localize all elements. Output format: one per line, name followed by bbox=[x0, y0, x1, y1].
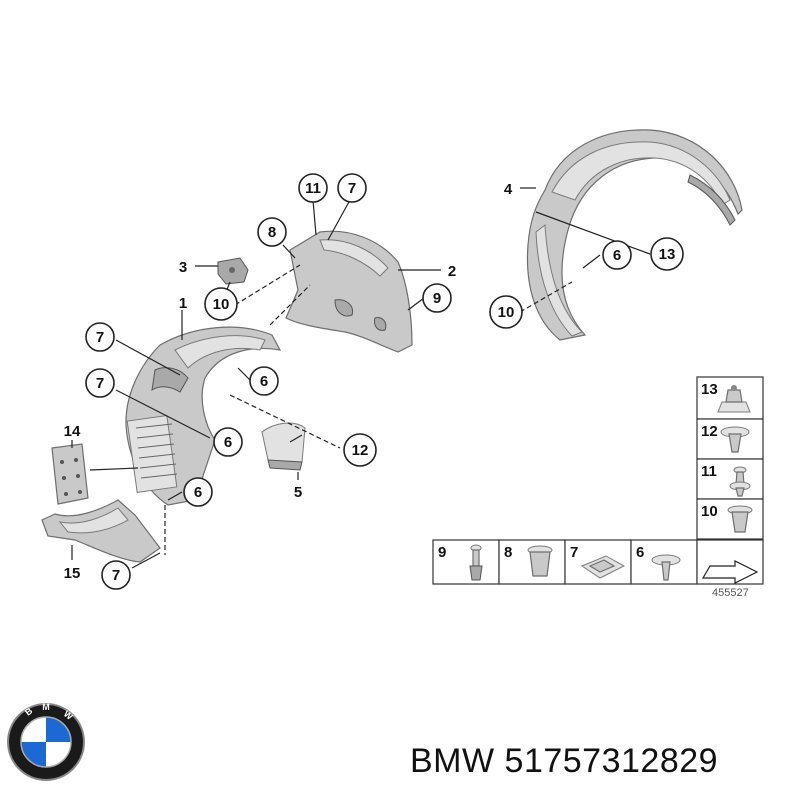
legend-label-12: 12 bbox=[701, 423, 718, 440]
brand-name: BMW bbox=[410, 742, 495, 780]
legend-label-11: 11 bbox=[701, 463, 717, 480]
callout-6-right: 6 bbox=[602, 240, 632, 270]
liner-front-part-2 bbox=[285, 230, 413, 353]
callout-10-right: 10 bbox=[489, 295, 523, 329]
callout-4: 4 bbox=[504, 181, 513, 198]
callout-7-top: 7 bbox=[337, 173, 367, 203]
svg-text:M: M bbox=[42, 702, 50, 712]
wheel-arch-liner-4 bbox=[526, 129, 743, 341]
cover-5 bbox=[261, 422, 306, 471]
callout-9: 9 bbox=[422, 283, 452, 313]
svg-text:2: 2 bbox=[448, 263, 456, 280]
svg-text:7: 7 bbox=[112, 567, 120, 584]
legend-label-8: 8 bbox=[504, 544, 512, 561]
svg-text:6: 6 bbox=[224, 434, 232, 451]
legend-label-7: 7 bbox=[570, 544, 578, 561]
part-number: 51757312829 bbox=[504, 742, 719, 780]
callout-6-mid: 6 bbox=[249, 366, 279, 396]
callout-7-left-2: 7 bbox=[85, 368, 115, 398]
diagram-reference-number: 455527 bbox=[712, 587, 749, 599]
callout-10-left: 10 bbox=[204, 287, 238, 321]
callout-7-left-1: 7 bbox=[85, 322, 115, 352]
callout-13: 13 bbox=[650, 237, 684, 271]
svg-text:11: 11 bbox=[305, 180, 321, 197]
svg-text:7: 7 bbox=[348, 180, 356, 197]
leader-lines bbox=[71, 187, 651, 569]
svg-text:15: 15 bbox=[64, 565, 81, 582]
bolt-icon bbox=[469, 544, 483, 581]
fastener-legend: 13 12 11 10 9 8 7 6 bbox=[432, 376, 764, 599]
footer-part-info: BMW 51757312829 bbox=[410, 742, 718, 781]
spring-clip-icon bbox=[580, 555, 626, 579]
svg-text:9: 9 bbox=[433, 290, 441, 307]
svg-text:5: 5 bbox=[294, 484, 302, 501]
svg-text:10: 10 bbox=[213, 296, 230, 313]
callout-11: 11 bbox=[298, 173, 328, 203]
legend-label-10: 10 bbox=[701, 503, 718, 520]
bracket-3 bbox=[217, 257, 249, 285]
svg-text:7: 7 bbox=[96, 329, 104, 346]
svg-text:10: 10 bbox=[498, 304, 515, 321]
legend-label-13: 13 bbox=[701, 381, 718, 398]
plate-14 bbox=[51, 443, 89, 505]
callout-14: 14 bbox=[64, 423, 81, 440]
callout-5: 5 bbox=[294, 484, 302, 501]
svg-text:6: 6 bbox=[613, 247, 621, 264]
svg-text:13: 13 bbox=[659, 246, 676, 263]
legend-label-6: 6 bbox=[636, 544, 644, 561]
svg-text:1: 1 bbox=[179, 295, 187, 312]
legend-label-9: 9 bbox=[438, 544, 446, 561]
callout-1: 1 bbox=[179, 295, 187, 312]
wheel-arch-liner-1 bbox=[125, 326, 282, 506]
svg-text:3: 3 bbox=[179, 259, 187, 276]
nut-icon bbox=[717, 385, 751, 413]
callout-2: 2 bbox=[448, 263, 456, 280]
svg-text:14: 14 bbox=[64, 423, 81, 440]
callout-6-low: 6 bbox=[183, 477, 213, 507]
svg-text:7: 7 bbox=[96, 375, 104, 392]
direction-arrow-icon bbox=[701, 560, 759, 584]
svg-text:4: 4 bbox=[504, 181, 513, 198]
callout-6-left: 6 bbox=[213, 427, 243, 457]
callout-15: 15 bbox=[64, 565, 81, 582]
square-nut-icon bbox=[527, 545, 553, 577]
svg-text:6: 6 bbox=[260, 373, 268, 390]
callout-7-bottom: 7 bbox=[101, 560, 131, 590]
svg-text:12: 12 bbox=[352, 442, 369, 459]
expanding-nut-icon bbox=[727, 505, 753, 533]
push-rivet-icon bbox=[729, 466, 751, 497]
svg-text:B: B bbox=[23, 705, 35, 717]
svg-text:8: 8 bbox=[268, 224, 276, 241]
clip-icon bbox=[720, 426, 750, 453]
screw-icon bbox=[651, 554, 681, 581]
shield-15 bbox=[41, 499, 161, 563]
svg-text:6: 6 bbox=[194, 484, 202, 501]
callout-8: 8 bbox=[257, 217, 287, 247]
callout-3: 3 bbox=[179, 259, 187, 276]
bmw-logo-icon: B M W bbox=[7, 702, 85, 781]
callout-12: 12 bbox=[343, 433, 377, 467]
